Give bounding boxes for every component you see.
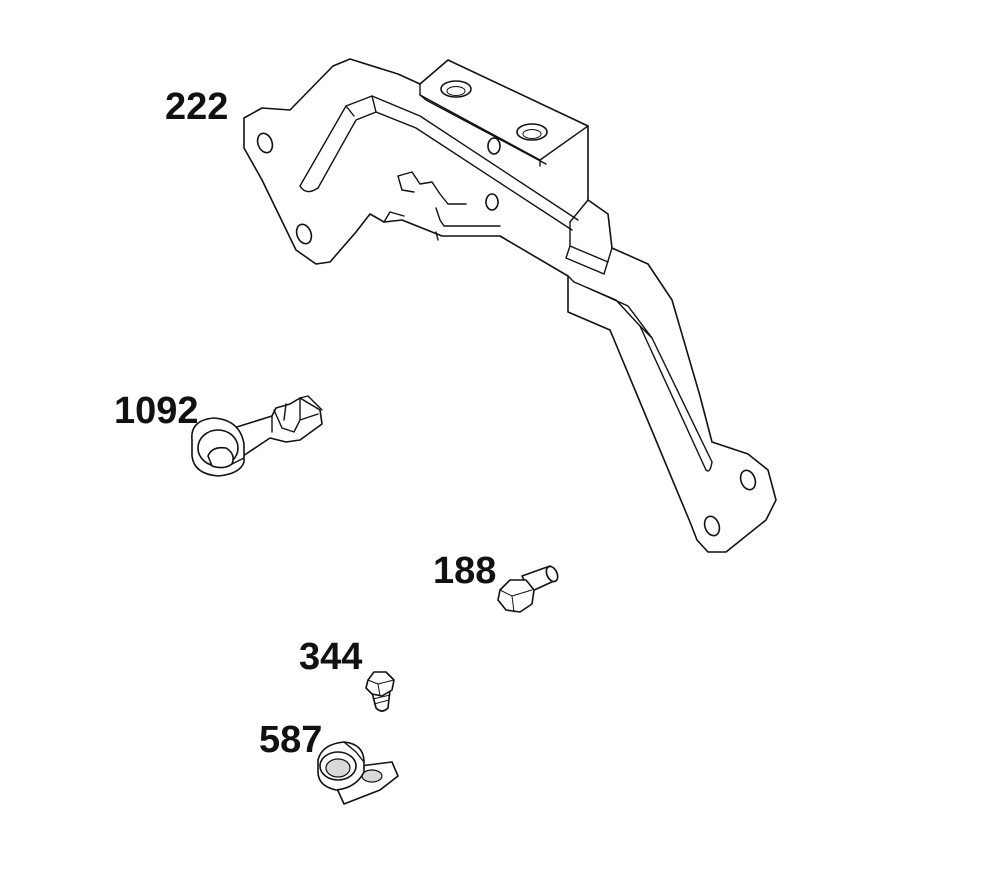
- callout-1092: 1092: [114, 390, 199, 432]
- screw-344: [365, 671, 395, 712]
- cable-clip-1092: [191, 395, 323, 477]
- shoulder-screw-188: [497, 565, 559, 613]
- callout-587: 587: [259, 719, 322, 761]
- callout-labels: 222 1092 188 344 587: [114, 86, 496, 761]
- callout-344: 344: [299, 636, 362, 678]
- clamp-587: [317, 741, 399, 805]
- bracket-222: [243, 58, 777, 553]
- callout-222: 222: [165, 86, 228, 128]
- callout-188: 188: [433, 550, 496, 592]
